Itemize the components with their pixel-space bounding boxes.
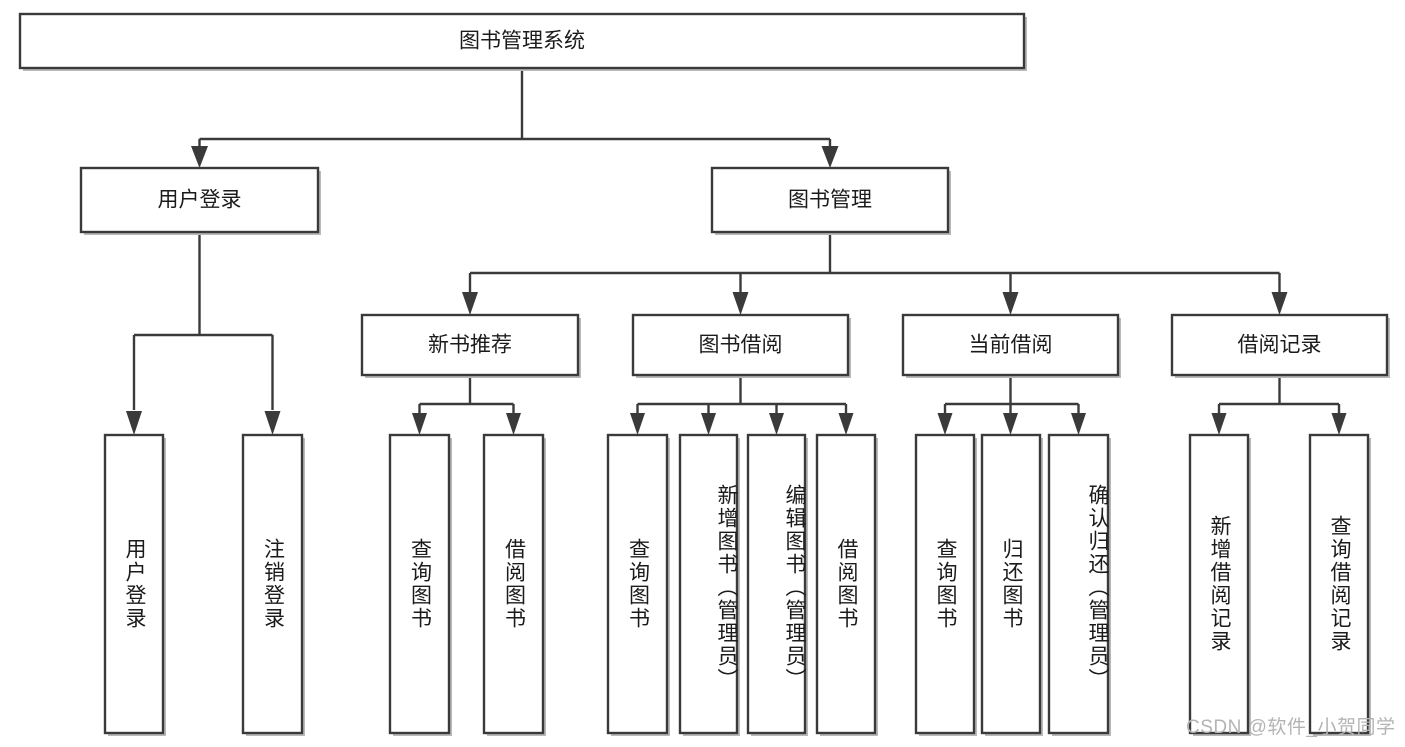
arrowhead-borrow-record: [1271, 292, 1288, 315]
arrowhead-current-borrow: [1002, 292, 1019, 315]
node-leaf-query-book-3[interactable]: [914, 433, 976, 735]
arrowhead-leaf-confirm-return: [1071, 413, 1086, 435]
node-book-manage[interactable]: [710, 166, 950, 234]
csdn-watermark: CSDN @软件_小贺同学: [1186, 717, 1396, 738]
arrowhead-leaf-user-login: [126, 411, 142, 435]
node-book-borrow-label: 图书借阅: [699, 334, 783, 357]
node-user-login-label: 用户登录: [158, 189, 242, 212]
node-leaf-add-book[interactable]: [678, 433, 739, 735]
node-leaf-borrow-book-2[interactable]: [815, 433, 877, 735]
arrowhead-leaf-borrow-book-1: [506, 413, 521, 435]
arrowhead-leaf-borrow-book-2: [838, 413, 854, 435]
arrowhead-leaf-query-book-1: [412, 413, 427, 435]
node-layer: 图书管理系统 用户登录 图书管理 新书推荐 图书借阅 当前借阅 借阅记录: [18, 12, 1390, 736]
arrowhead-leaf-return-book: [1003, 413, 1018, 435]
arrowhead-leaf-query-book-3: [937, 413, 953, 435]
node-user-login[interactable]: [79, 166, 320, 234]
arrowhead-new-book-recommend: [462, 292, 478, 315]
node-new-book-recommend[interactable]: [360, 313, 580, 377]
node-leaf-query-book-1[interactable]: [388, 433, 451, 735]
node-leaf-query-record[interactable]: [1308, 433, 1370, 735]
node-leaf-borrow-book-1[interactable]: [482, 433, 545, 735]
node-borrow-record[interactable]: [1170, 313, 1389, 377]
node-leaf-add-record[interactable]: [1188, 433, 1250, 735]
node-book-manage-label: 图书管理: [788, 189, 872, 212]
node-new-book-recommend-label: 新书推荐: [428, 334, 512, 357]
node-book-borrow[interactable]: [631, 313, 850, 377]
arrowhead-leaf-query-book-2: [630, 413, 645, 435]
node-root-label: 图书管理系统: [459, 30, 585, 53]
arrowhead-leaf-edit-book: [769, 413, 784, 435]
arrowhead-leaf-add-book: [701, 413, 716, 435]
connector-layer: [126, 68, 1347, 435]
arrowhead-leaf-logout: [264, 411, 281, 435]
arrowhead-book-manage: [821, 146, 839, 168]
arrowhead-user-login: [191, 146, 208, 168]
arrowhead-leaf-add-record: [1211, 413, 1227, 435]
node-borrow-record-label: 借阅记录: [1238, 334, 1322, 357]
arrowhead-leaf-query-record: [1331, 413, 1347, 435]
node-current-borrow[interactable]: [901, 313, 1120, 377]
arrowhead-book-borrow: [732, 292, 749, 315]
node-root[interactable]: [18, 12, 1026, 70]
node-leaf-edit-book[interactable]: [746, 433, 807, 735]
node-leaf-query-book-2[interactable]: [606, 433, 669, 735]
node-leaf-user-login[interactable]: [103, 433, 165, 735]
node-leaf-return-book[interactable]: [980, 433, 1042, 735]
node-leaf-logout[interactable]: [241, 433, 304, 735]
node-current-borrow-label: 当前借阅: [969, 334, 1053, 357]
node-leaf-confirm-return[interactable]: [1047, 433, 1110, 735]
